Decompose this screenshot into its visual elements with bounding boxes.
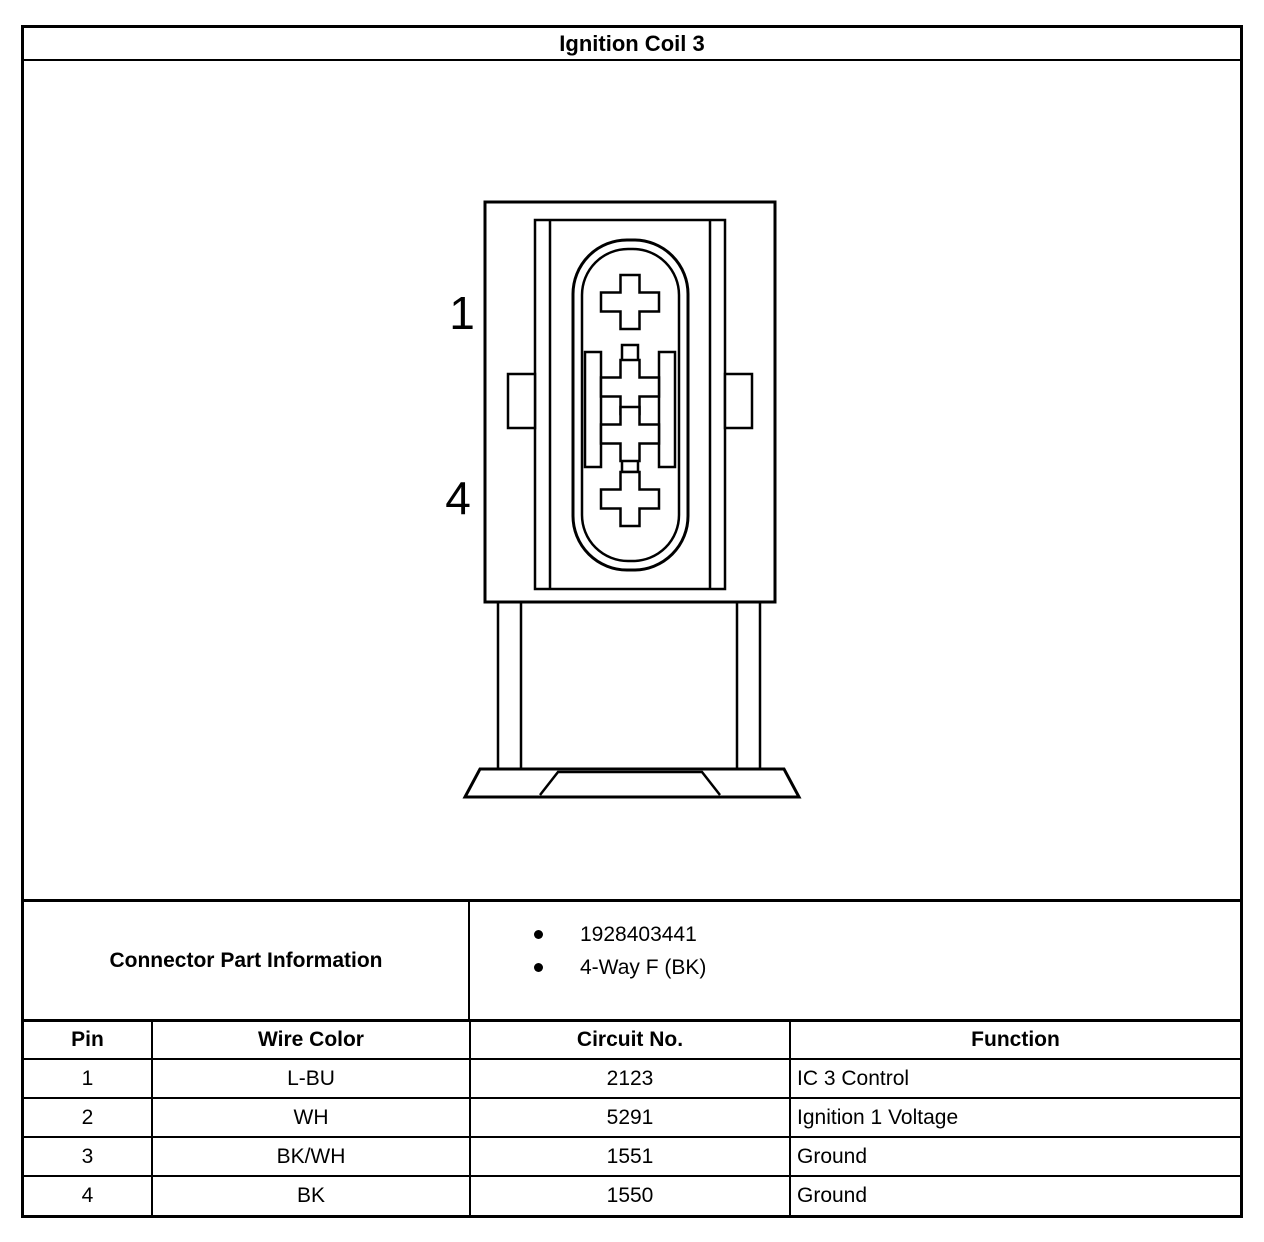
wire-color-cell: BK: [151, 1175, 471, 1216]
connector-part-info-section: Connector Part Information 1928403441 4-…: [24, 902, 1240, 1022]
connector-body: [462, 200, 802, 799]
pin-cell: 2: [23, 1097, 153, 1138]
pin-table-header-row: Pin Wire Color Circuit No. Function: [23, 1021, 1241, 1060]
table-row: 4 BK 1550 Ground: [23, 1175, 1241, 1216]
connector-neck: [496, 602, 762, 769]
pin-4-label: 4: [445, 472, 471, 524]
pin-table: Pin Wire Color Circuit No. Function 1 L-…: [23, 1021, 1241, 1216]
part-number-item: 1928403441: [470, 918, 1240, 951]
pin-cell: 1: [23, 1058, 153, 1099]
right-lock-tab: [723, 372, 754, 430]
table-row: 1 L-BU 2123 IC 3 Control: [23, 1058, 1241, 1099]
function-cell: Ground: [789, 1136, 1241, 1177]
header-wire-color: Wire Color: [151, 1021, 471, 1060]
page-title: Ignition Coil 3: [24, 28, 1240, 61]
pin-1-label: 1: [449, 287, 475, 339]
circuit-no-cell: 5291: [469, 1097, 791, 1138]
connector-base-key: [539, 770, 721, 796]
header-pin: Pin: [23, 1021, 153, 1060]
function-cell: IC 3 Control: [789, 1058, 1241, 1099]
connector-type-item: 4-Way F (BK): [470, 951, 1240, 984]
bullet-icon: [534, 930, 543, 939]
pin-cell: 4: [23, 1175, 153, 1216]
connector-part-info-values: 1928403441 4-Way F (BK): [470, 902, 1240, 1019]
connector-diagram-area: 1 4: [24, 61, 1240, 902]
table-row: 2 WH 5291 Ignition 1 Voltage: [23, 1097, 1241, 1138]
connector-type-text: 4-Way F (BK): [580, 955, 707, 979]
function-cell: Ignition 1 Voltage: [789, 1097, 1241, 1138]
table-row: 3 BK/WH 1551 Ground: [23, 1136, 1241, 1177]
header-circuit-no: Circuit No.: [469, 1021, 791, 1060]
wire-color-cell: WH: [151, 1097, 471, 1138]
circuit-no-cell: 1550: [469, 1175, 791, 1216]
wire-color-cell: L-BU: [151, 1058, 471, 1099]
bullet-icon: [534, 963, 543, 972]
connector-part-info-label: Connector Part Information: [24, 902, 470, 1019]
function-cell: Ground: [789, 1175, 1241, 1216]
left-lock-tab: [506, 372, 537, 430]
pin-cell: 3: [23, 1136, 153, 1177]
ignition-coil-connector-drawing: 1 4: [445, 200, 802, 799]
wire-color-cell: BK/WH: [151, 1136, 471, 1177]
circuit-no-cell: 2123: [469, 1058, 791, 1099]
circuit-no-cell: 1551: [469, 1136, 791, 1177]
part-number-text: 1928403441: [580, 922, 697, 946]
header-function: Function: [789, 1021, 1241, 1060]
connector-info-page: Ignition Coil 3: [21, 25, 1243, 1218]
